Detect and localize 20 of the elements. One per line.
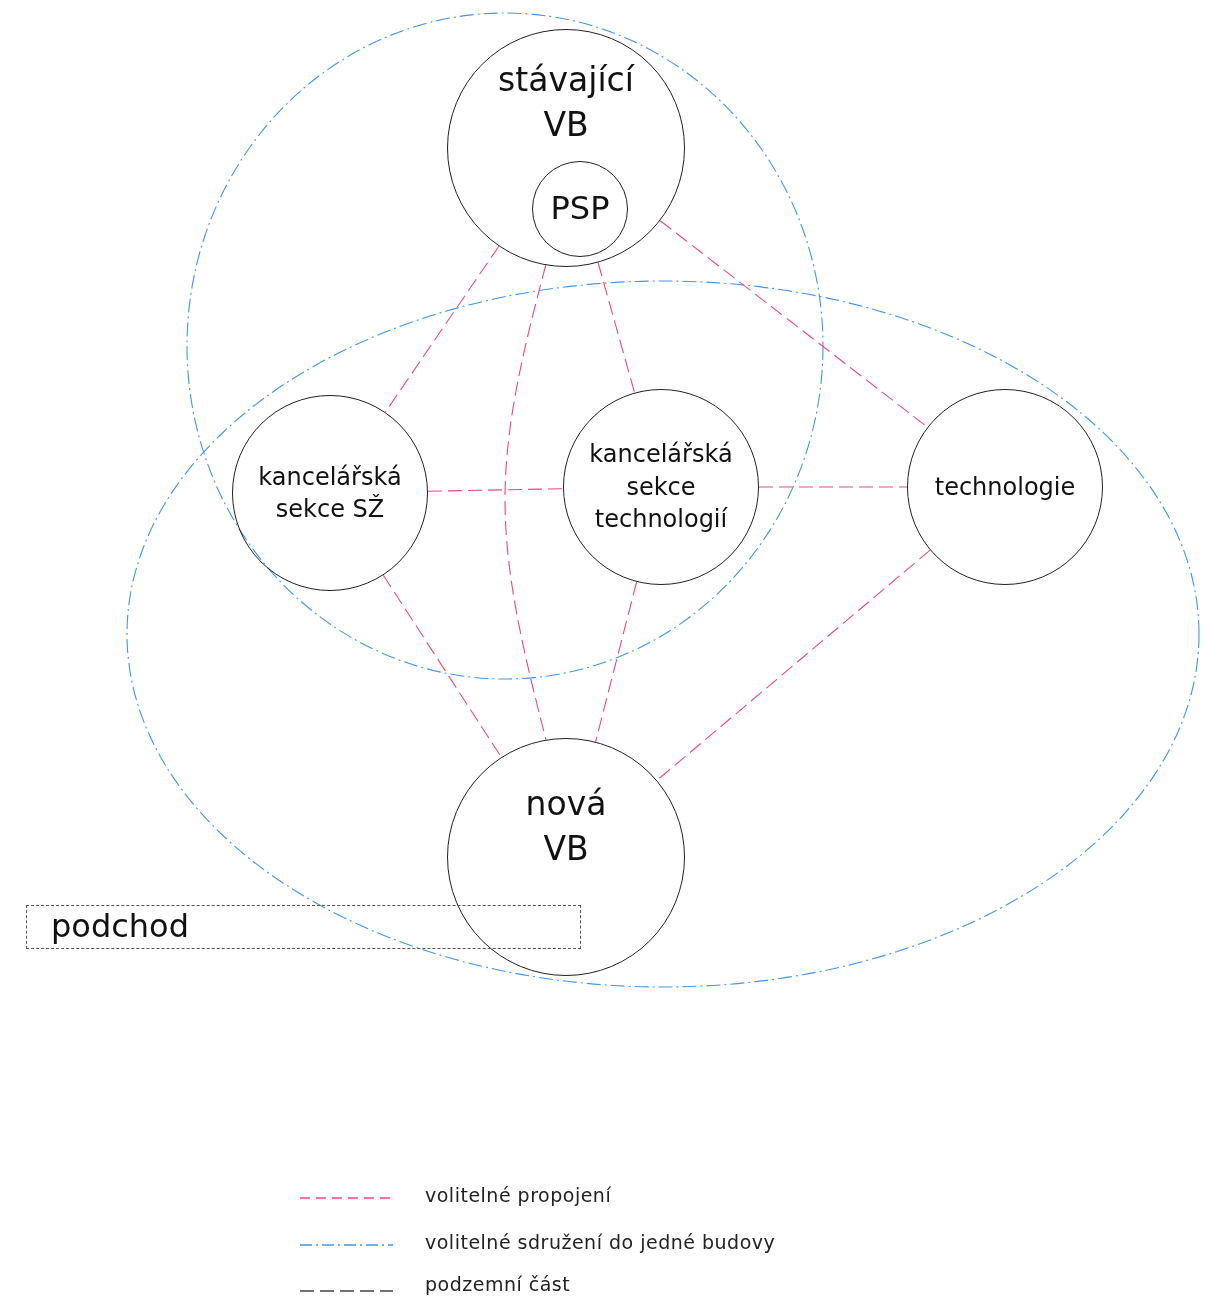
node-label: stávající VB bbox=[497, 59, 636, 146]
connection-line bbox=[656, 549, 931, 781]
legend-label: volitelné sdružení do jedné budovy bbox=[425, 1231, 776, 1253]
node-label: podchod bbox=[51, 906, 189, 948]
connection-line bbox=[595, 581, 638, 743]
connection-line bbox=[504, 264, 547, 741]
connection-line bbox=[659, 220, 928, 428]
node-label: nová VB bbox=[524, 783, 608, 870]
legend-label: podzemní část bbox=[425, 1273, 571, 1295]
node-label: kancelářská sekce technologií bbox=[588, 439, 734, 536]
underground-passage-box bbox=[26, 905, 581, 949]
connection-line bbox=[758, 486, 908, 488]
connection-line bbox=[384, 245, 500, 413]
legend-label: volitelné propojení bbox=[425, 1184, 612, 1206]
connection-line bbox=[427, 488, 564, 492]
node-label: technologie bbox=[934, 471, 1076, 503]
connection-line bbox=[382, 574, 502, 758]
node-label: kancelářská sekce SŽ bbox=[257, 461, 403, 525]
node-label: PSP bbox=[550, 188, 610, 230]
connection-line bbox=[597, 262, 636, 394]
